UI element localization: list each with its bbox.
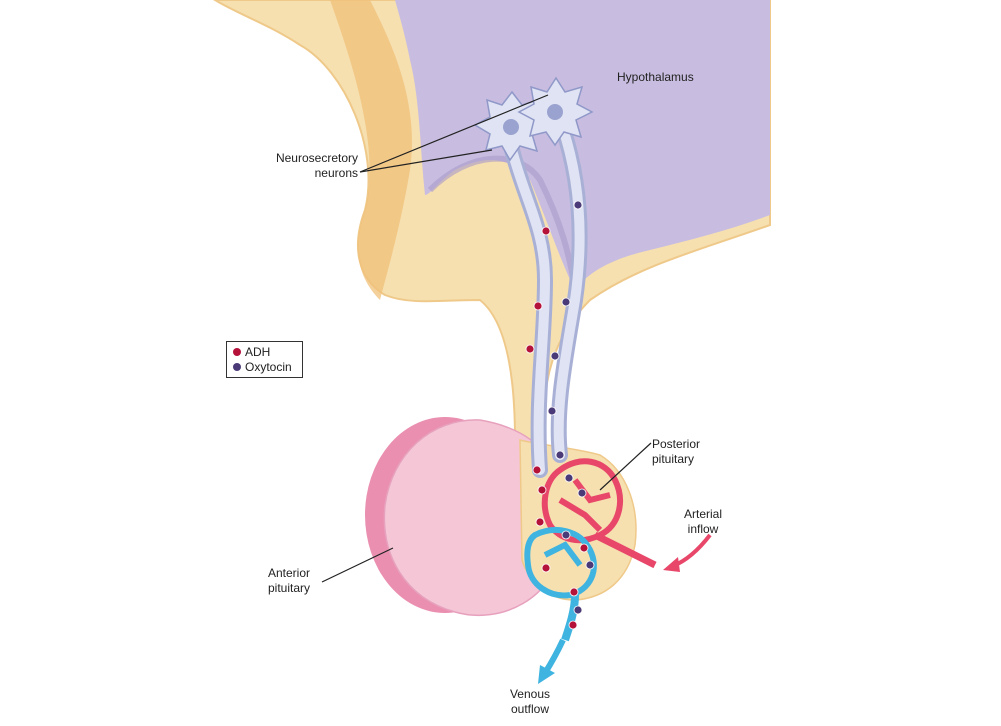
anterior-label-line2: pituitary: [268, 581, 311, 595]
venous-label-line2: outflow: [510, 702, 550, 716]
neurons-label-line2: neurons: [314, 166, 358, 180]
legend-label-adh: ADH: [245, 345, 271, 359]
legend-label-oxytocin: Oxytocin: [245, 360, 292, 374]
neurons-label-line1: Neurosecretory: [275, 151, 358, 165]
posterior-label-line1: Posterior: [652, 437, 701, 451]
anterior-label-line1: Anterior: [268, 566, 311, 580]
legend: ADH Oxytocin: [226, 341, 303, 378]
arterial-capillaries: [541, 458, 657, 569]
oxytocin-dot-icon: [233, 363, 241, 371]
posterior-label-line2: pituitary: [652, 452, 695, 466]
venous-label-line1: Venous: [509, 687, 551, 701]
adh-granules: [525, 226, 589, 630]
leader-lines: [321, 94, 652, 583]
arterial-label-line2: inflow: [687, 522, 719, 536]
venous-capillaries: [524, 527, 597, 642]
adh-dot-icon: [233, 348, 241, 356]
oxytocin-granules: [547, 200, 595, 615]
venous-outflow-arrow: [538, 638, 566, 684]
arterial-label-line1: Arterial: [683, 507, 722, 521]
tissue-fold: [330, 0, 412, 300]
hypothalamus-label: Hypothalamus: [617, 70, 694, 84]
hypothalamus-region: [395, 0, 770, 290]
arterial-inflow-arrow: [663, 533, 712, 572]
